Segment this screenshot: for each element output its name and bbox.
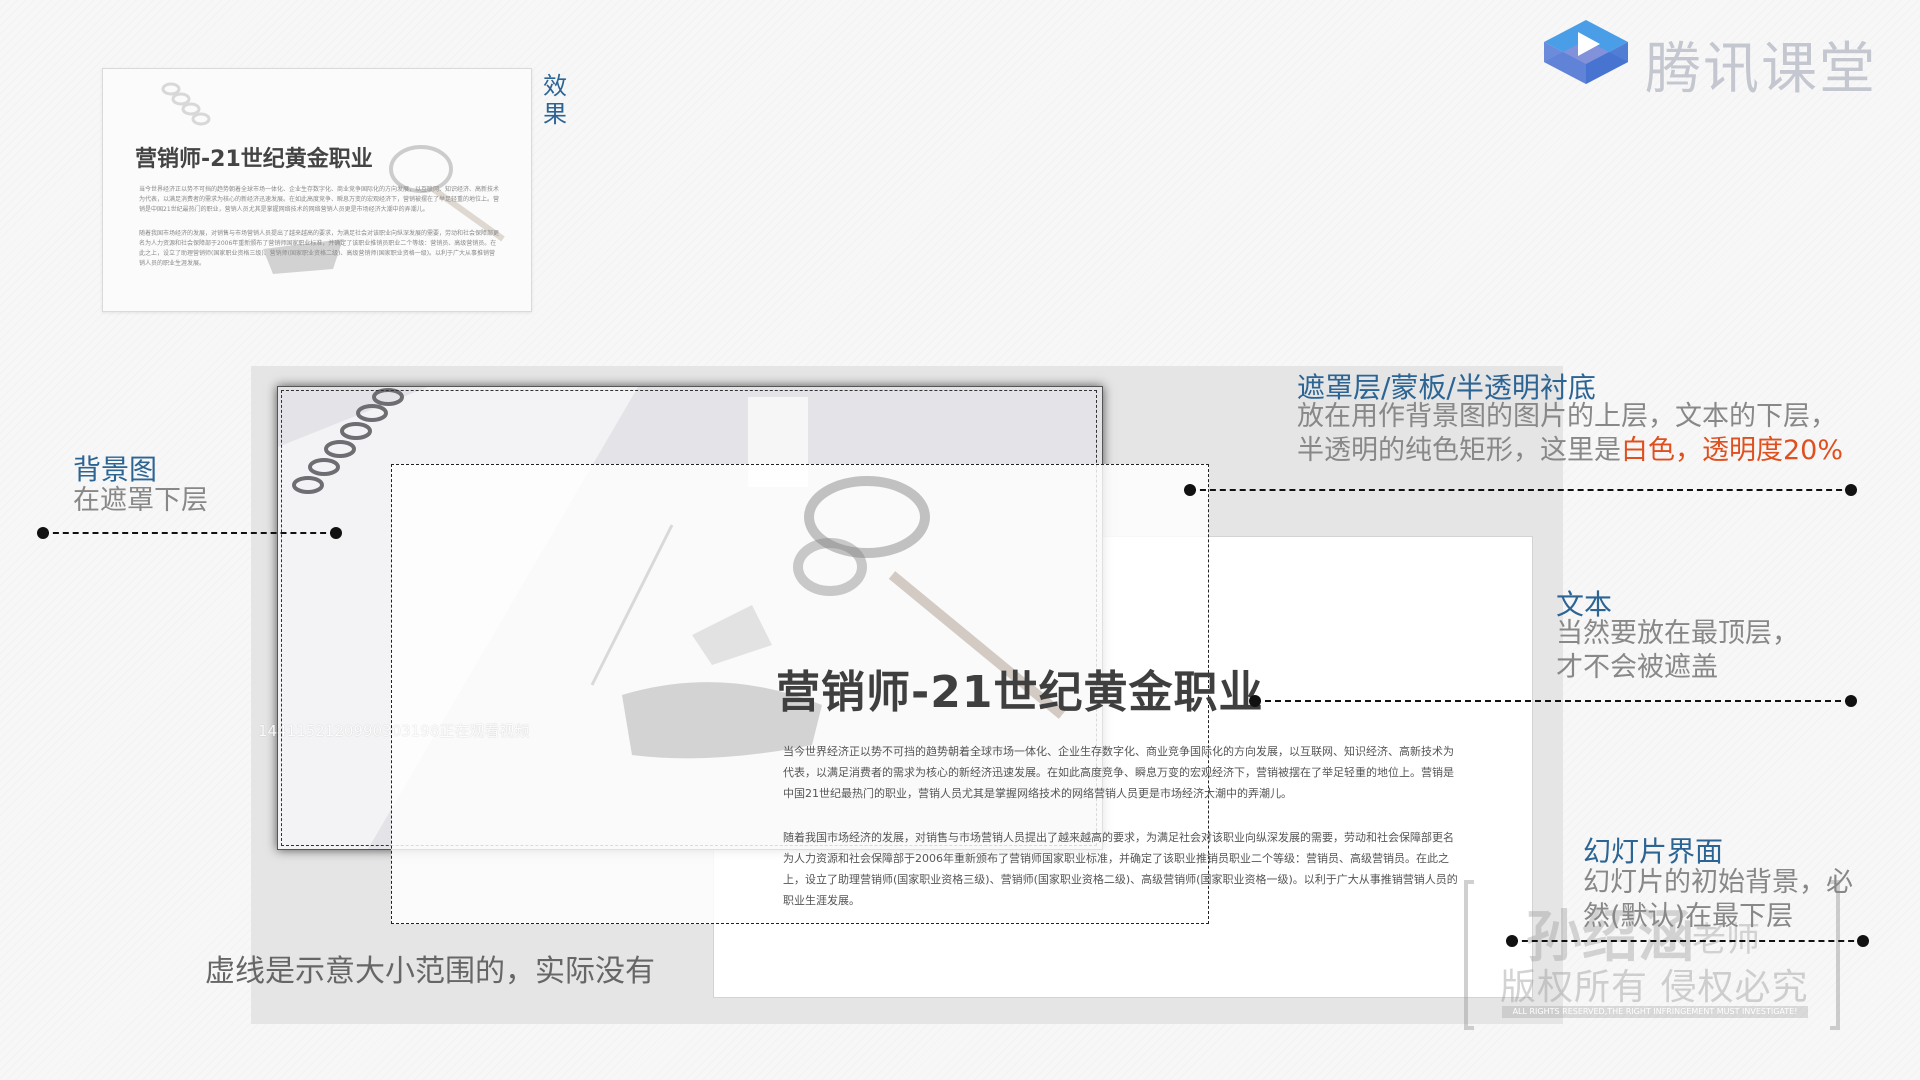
annotation-mask-line-1: 放在用作背景图的图片的上层，文本的下层，	[1297, 401, 1837, 432]
annotation-mask-title: 遮罩层/蒙板/半透明衬底	[1297, 371, 1596, 404]
slide-leader-dot-end	[1857, 935, 1869, 947]
dashed-line-note: 虚线是示意大小范围的，实际没有	[205, 954, 655, 989]
annotation-slide-title: 幻灯片界面	[1583, 835, 1724, 868]
preview-paragraph-2: 随着我国市场经济的发展，对销售与市场营销人员提出了越来越高的要求，为满足社会对该…	[139, 230, 500, 267]
annotation-text-line-2: 才不会被遮盖	[1556, 652, 1718, 683]
copyright-rights-en: ALL RIGHTS RESERVED,THE RIGHT INFRINGEME…	[1502, 1006, 1808, 1018]
copyright-rights: 版权所有 侵权必究	[1500, 967, 1809, 1008]
mask-leader-line	[1190, 489, 1852, 491]
text-leader-dot-start	[1249, 695, 1261, 707]
viewer-watermark: 1441152120990303198正在观看视频	[258, 722, 530, 740]
preview-paragraph-1: 当今世界经济正以势不可挡的趋势朝着全球市场一体化、企业生存数字化、商业竞争国际化…	[139, 186, 500, 213]
preview-title: 营销师-21世纪黄金职业	[135, 147, 373, 172]
annotation-text-title: 文本	[1556, 588, 1613, 621]
background-leader-dot-start	[37, 527, 49, 539]
annotation-text-line-1: 当然要放在最顶层，	[1556, 618, 1799, 649]
slide-leader-dot-start	[1506, 935, 1518, 947]
slide-paragraph-2: 随着我国市场经济的发展，对销售与市场营销人员提出了越来越高的要求，为满足社会对该…	[783, 831, 1458, 907]
annotation-mask-line-2: 半透明的纯色矩形，这里是白色，透明度20%	[1297, 434, 1843, 468]
slide-leader-line	[1512, 940, 1864, 942]
annotation-background-title: 背景图	[73, 453, 158, 486]
mask-layer	[391, 464, 1209, 924]
copyright-author-name: 孙绍涵	[1526, 905, 1694, 970]
slide-title: 营销师-21世纪黄金职业	[776, 667, 1264, 718]
background-leader-line	[43, 532, 336, 534]
annotation-mask-line-2-prefix: 半透明的纯色矩形，这里是	[1297, 435, 1621, 466]
preview-thumbnail: 营销师-21世纪黄金职业 当今世界经济正以势不可挡的趋势朝着全球市场一体化、企业…	[102, 68, 532, 312]
preview-decoration	[161, 82, 505, 274]
annotation-slide-line-2: 然(默认)在最下层	[1583, 901, 1794, 932]
slide-paragraph-1: 当今世界经济正以势不可挡的趋势朝着全球市场一体化、企业生存数字化、商业竞争国际化…	[783, 745, 1454, 800]
mask-leader-dot-end	[1845, 484, 1857, 496]
play-logo-icon	[1544, 20, 1628, 84]
annotation-background-desc: 在遮罩下层	[73, 485, 208, 516]
text-leader-dot-end	[1845, 695, 1857, 707]
copyright-stamp-frame	[1464, 880, 1840, 1030]
brand-name: 腾讯课堂	[1645, 37, 1877, 102]
mask-showthrough	[590, 476, 1066, 759]
effect-label: 效果	[543, 72, 567, 128]
annotation-slide-line-1: 幻灯片的初始背景，必	[1583, 867, 1853, 898]
background-leader-dot-end	[330, 527, 342, 539]
annotation-mask-highlight: 白色，透明度20%	[1621, 435, 1844, 466]
mask-leader-dot-start	[1184, 484, 1196, 496]
text-leader-line	[1255, 700, 1851, 702]
